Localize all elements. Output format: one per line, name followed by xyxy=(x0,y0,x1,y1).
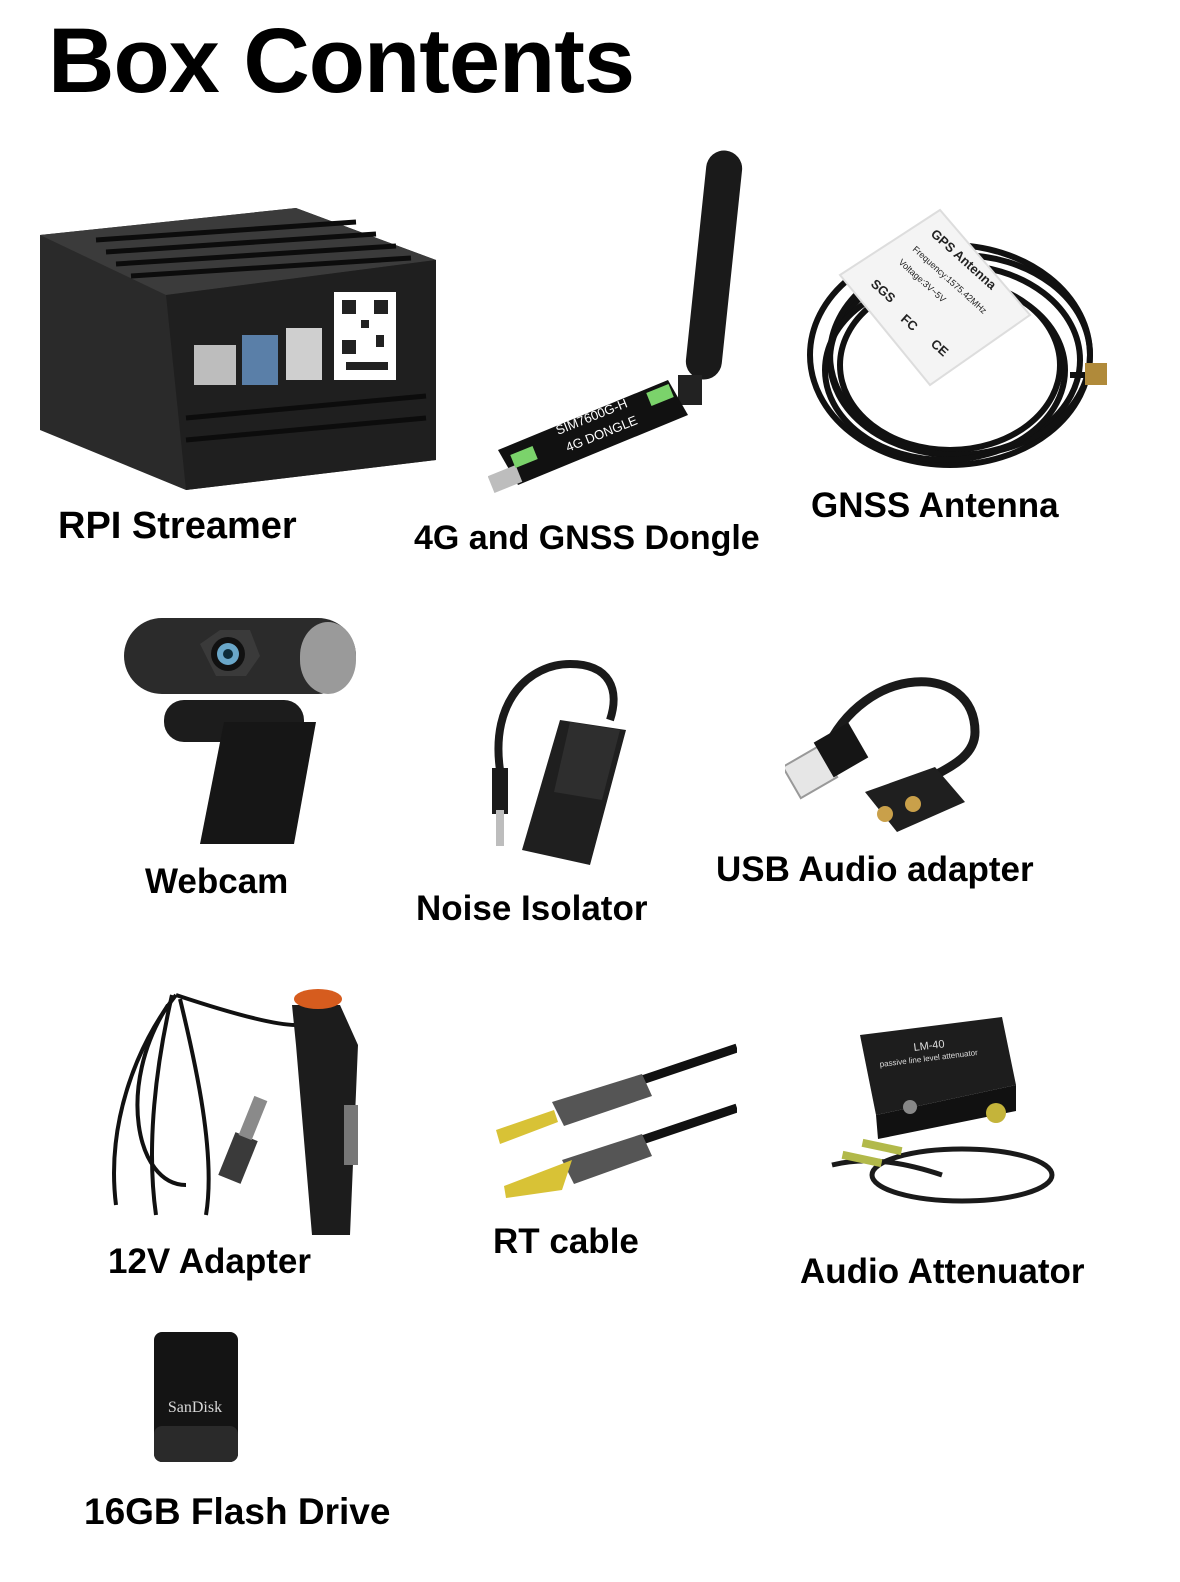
noise-isolator-image xyxy=(470,660,635,870)
item-label-12v-adapter: 12V Adapter xyxy=(108,1242,311,1281)
item-label-noise-isolator: Noise Isolator xyxy=(416,889,648,928)
rt-cable-image xyxy=(492,1040,737,1205)
rpi-streamer-image xyxy=(36,200,446,500)
item-label-audio-attenuator: Audio Attenuator xyxy=(800,1252,1085,1291)
webcam-image xyxy=(120,612,360,857)
item-label-flash-drive: 16GB Flash Drive xyxy=(84,1491,391,1532)
audio-attenuator-image: LM-40 passive line level attenuator xyxy=(822,1015,1057,1215)
flash-drive-image: SanDisk xyxy=(148,1330,243,1465)
12v-adapter-image xyxy=(96,985,371,1240)
item-label-rpi-streamer: RPI Streamer xyxy=(58,505,297,547)
attenuator-model-text: LM-40 xyxy=(913,1038,945,1054)
item-label-gnss-antenna: GNSS Antenna xyxy=(811,486,1059,525)
flash-drive-brand-text: SanDisk xyxy=(168,1399,222,1416)
item-label-4g-gnss-dongle: 4G and GNSS Dongle xyxy=(414,519,760,557)
item-label-rt-cable: RT cable xyxy=(493,1222,639,1261)
4g-gnss-dongle-image: SIM7600G-H 4G DONGLE xyxy=(488,150,748,500)
usb-audio-adapter-image xyxy=(785,672,990,847)
gnss-antenna-image: GPS Antenna Frequency:1575.42MHz Voltage… xyxy=(800,205,1120,490)
page-title: Box Contents xyxy=(48,10,635,112)
item-label-usb-audio-adapter: USB Audio adapter xyxy=(716,850,1034,889)
item-label-webcam: Webcam xyxy=(145,862,289,901)
